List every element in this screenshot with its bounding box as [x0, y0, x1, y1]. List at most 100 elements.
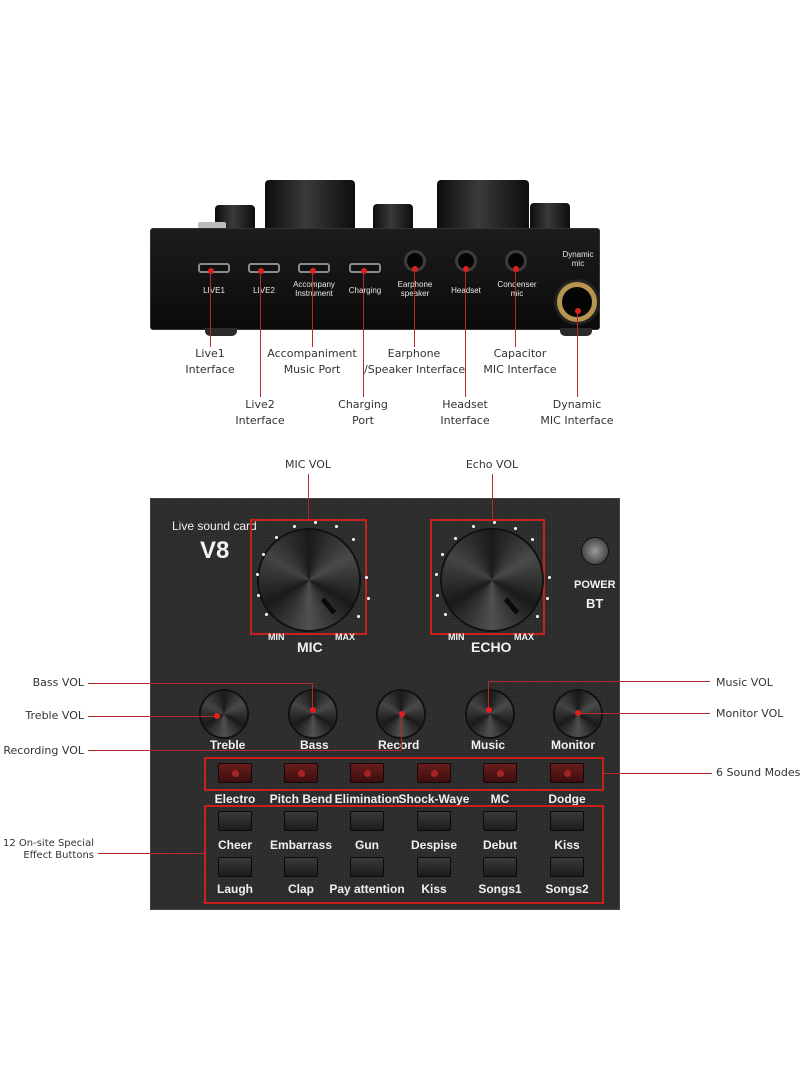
echo-min-label: MIN	[448, 632, 465, 642]
knob-top-3	[373, 204, 413, 229]
bass-label: Bass	[300, 738, 329, 752]
live2-label: LIVE2	[253, 286, 275, 295]
callout-dot	[399, 711, 405, 717]
scale-dot	[548, 576, 551, 579]
callout-line-charging	[363, 272, 364, 397]
callout-line-dynamic	[577, 312, 578, 397]
kiss-button[interactable]	[550, 811, 584, 831]
scale-dot	[293, 525, 296, 528]
scale-dot	[352, 538, 355, 541]
callout-recording-vol: Recording VOL	[3, 744, 84, 757]
treble-knob[interactable]	[201, 691, 247, 737]
power-button[interactable]	[581, 537, 609, 565]
scale-dot	[275, 536, 278, 539]
scale-dot	[454, 537, 457, 540]
scale-dot	[435, 573, 438, 576]
live1-port	[198, 263, 230, 273]
pitch-bend-mode-button[interactable]	[284, 763, 318, 783]
callout-dot	[208, 268, 214, 274]
callout-dot	[310, 707, 316, 713]
pay-attention-label: Pay attention	[329, 882, 405, 896]
callout-line-condenser	[515, 270, 516, 347]
knob-top-echo	[437, 180, 529, 229]
device-foot	[205, 328, 237, 336]
elimination-mode-button[interactable]	[350, 763, 384, 783]
scale-dot	[262, 553, 265, 556]
gun-button[interactable]	[350, 811, 384, 831]
effects-highlight-box	[204, 805, 604, 904]
scale-dot	[357, 615, 360, 618]
kiss-2-button[interactable]	[417, 857, 451, 877]
songs2-label: Songs2	[545, 882, 589, 896]
callout-dot	[214, 713, 220, 719]
callout-mic-vol: MIC VOL	[284, 458, 332, 471]
songs1-button[interactable]	[483, 857, 517, 877]
pay-attention-button[interactable]	[350, 857, 384, 877]
callout-sound-modes: 6 Sound Modes	[716, 766, 800, 779]
scale-dot	[436, 594, 439, 597]
scale-dot	[314, 521, 317, 524]
callout-line-treble	[88, 716, 215, 717]
callout-dot	[575, 710, 581, 716]
callout-line-monitor	[578, 713, 710, 714]
despise-button[interactable]	[417, 811, 451, 831]
pitch-bend-label: Pitch Bend	[269, 792, 333, 806]
dodge-mode-button[interactable]	[550, 763, 584, 783]
knob-top-mic	[265, 180, 355, 229]
callout-line-earphone	[414, 270, 415, 347]
callout-line-live2	[260, 272, 261, 397]
clap-label: Clap	[287, 882, 314, 896]
callout-dot	[575, 308, 581, 314]
electro-mode-button[interactable]	[218, 763, 252, 783]
callout-line-accompany	[312, 272, 313, 347]
callout-line-mic-vol	[308, 474, 309, 519]
echo-volume-knob[interactable]	[442, 530, 542, 630]
mic-volume-knob[interactable]	[259, 530, 359, 630]
embarrass-button[interactable]	[284, 811, 318, 831]
callout-line-effects	[98, 853, 204, 854]
callout-echo-vol: Echo VOL	[465, 458, 519, 471]
cheer-label: Cheer	[217, 838, 252, 852]
cheer-button[interactable]	[218, 811, 252, 831]
treble-label: Treble	[210, 738, 246, 752]
mic-max-label: MAX	[335, 632, 355, 642]
callout-dot	[513, 266, 519, 272]
shock-wave-mode-button[interactable]	[417, 763, 451, 783]
scale-dot	[441, 553, 444, 556]
callout-music-vol: Music VOL	[716, 676, 773, 689]
bass-knob[interactable]	[290, 691, 336, 737]
headset-label: Headset	[441, 286, 491, 295]
callout-dot	[258, 268, 264, 274]
scale-dot	[257, 594, 260, 597]
scale-dot	[493, 521, 496, 524]
scale-dot	[367, 597, 370, 600]
callout-earphone: Earphone/Speaker Interface	[364, 347, 466, 376]
rear-panel-body	[150, 228, 600, 330]
mc-label: MC	[490, 792, 510, 806]
laugh-label: Laugh	[217, 882, 253, 896]
scale-dot	[256, 573, 259, 576]
elimination-label: Elimination	[334, 792, 400, 806]
laugh-button[interactable]	[218, 857, 252, 877]
brand-label: Live sound card	[172, 519, 257, 533]
callout-line-music	[488, 681, 710, 682]
callout-line-music-v	[488, 681, 489, 710]
music-knob[interactable]	[467, 691, 513, 737]
mc-mode-button[interactable]	[483, 763, 517, 783]
clap-button[interactable]	[284, 857, 318, 877]
debut-button[interactable]	[483, 811, 517, 831]
record-label: Record	[378, 738, 420, 752]
music-label: Music	[471, 738, 506, 752]
songs2-button[interactable]	[550, 857, 584, 877]
electro-label: Electro	[214, 792, 256, 806]
gun-label: Gun	[355, 838, 379, 852]
